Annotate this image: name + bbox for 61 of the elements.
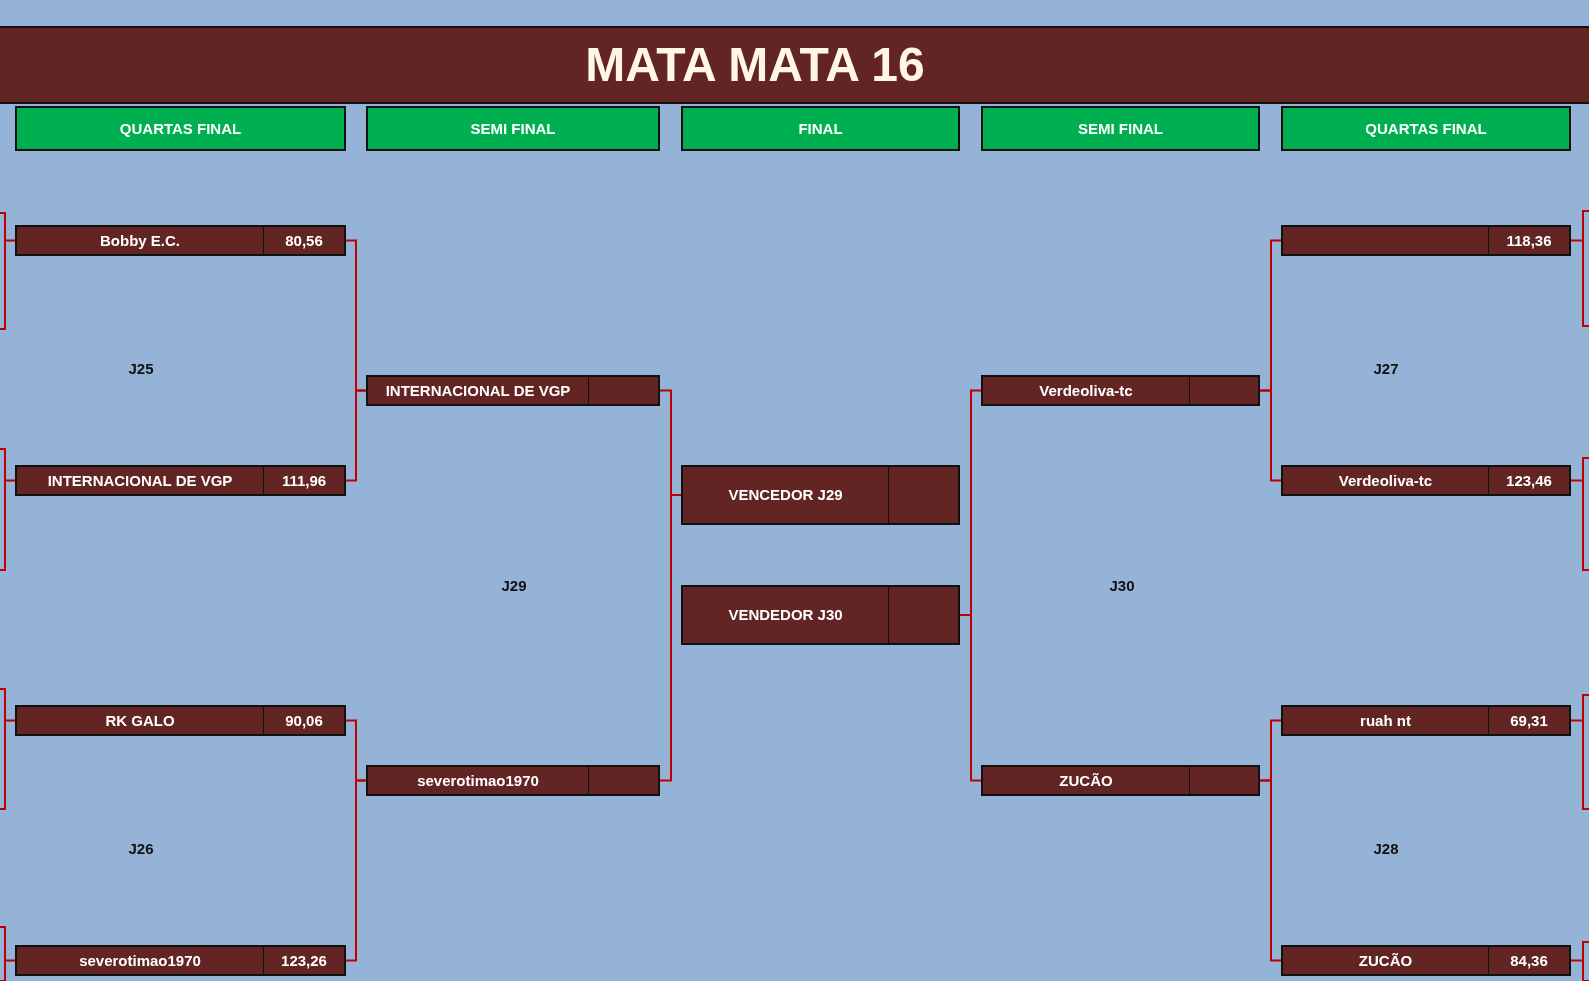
round-header: QUARTAS FINAL [1281, 106, 1571, 151]
bracket-line [0, 212, 16, 330]
score: 84,36 [1510, 951, 1548, 970]
team-box [981, 375, 1260, 406]
match-label: J28 [1373, 839, 1399, 857]
match-label: J26 [128, 839, 154, 857]
team-name: INTERNACIONAL DE VGP [47, 471, 233, 490]
team-name: INTERNACIONAL DE VGP [385, 381, 571, 400]
team-box [681, 585, 960, 645]
score: 80,56 [285, 231, 323, 250]
team-box [1281, 225, 1571, 256]
bracket-line [0, 926, 16, 981]
team-box [15, 705, 346, 736]
team-box [1281, 705, 1571, 736]
team-name: VENDEDOR J30 [728, 606, 843, 624]
team-box [1281, 465, 1571, 496]
team-name: Verdeoliva-tc [1039, 381, 1133, 400]
score: 123,26 [281, 951, 327, 970]
match-label: J29 [501, 576, 527, 594]
bracket-line [0, 688, 16, 810]
team-name: RK GALO [105, 711, 175, 730]
round-header: SEMI FINAL [981, 106, 1260, 151]
team-name: ZUCÃO [1059, 771, 1113, 790]
team-name: ZUCÃO [1358, 951, 1413, 970]
team-box [15, 225, 346, 256]
round-header: SEMI FINAL [366, 106, 660, 151]
team-name: Verdeoliva-tc [1338, 471, 1433, 490]
bracket-line [1570, 457, 1589, 571]
match-label: J27 [1373, 359, 1399, 377]
round-header: QUARTAS FINAL [15, 106, 346, 151]
team-name: Bobby E.C. [100, 231, 180, 250]
bracket-line [959, 614, 982, 782]
team-box [366, 765, 660, 796]
match-label: J25 [128, 359, 154, 377]
round-header: FINAL [681, 106, 960, 151]
bracket-line [1259, 389, 1282, 482]
score: 69,31 [1510, 711, 1548, 730]
team-box [15, 465, 346, 496]
score: 118,36 [1506, 231, 1552, 250]
team-box [1281, 945, 1571, 976]
team-box [15, 945, 346, 976]
bracket-line [345, 779, 367, 962]
bracket-line [0, 448, 16, 571]
match-label: J30 [1109, 576, 1135, 594]
bracket-line [1570, 210, 1589, 327]
team-box [681, 465, 960, 525]
score: 90,06 [285, 711, 323, 730]
team-name: VENCEDOR J29 [728, 486, 843, 504]
team-name: severotimao1970 [417, 771, 539, 790]
team-name: ruah nt [1360, 711, 1411, 730]
team-name: severotimao1970 [79, 951, 201, 970]
team-box [366, 375, 660, 406]
bracket-line [1570, 694, 1589, 810]
score: 111,96 [281, 471, 327, 490]
bracket-line [1259, 779, 1282, 962]
team-box [981, 765, 1260, 796]
bracket-line [659, 494, 682, 782]
bracket-line [345, 389, 367, 482]
bracket-line [1570, 941, 1589, 981]
title: MATA MATA 16 [585, 38, 925, 92]
score: 123,46 [1506, 471, 1552, 490]
